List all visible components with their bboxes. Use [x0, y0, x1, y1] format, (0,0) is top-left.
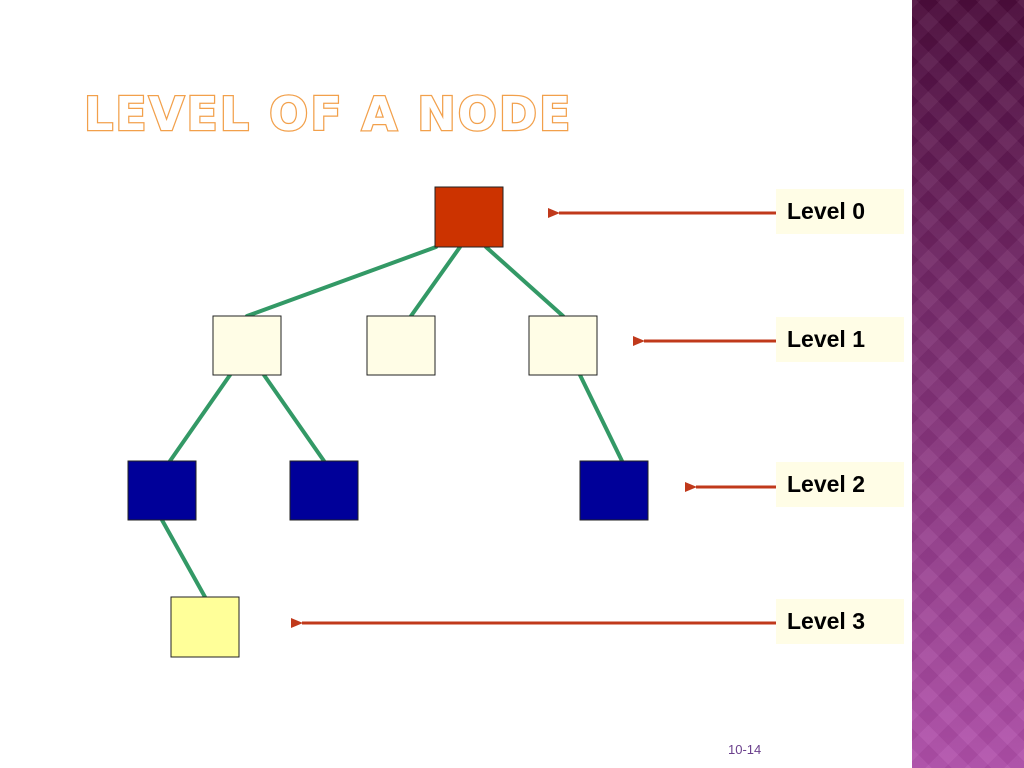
node-level2-e	[289, 460, 359, 521]
edge-root-a	[245, 245, 438, 318]
node-level3-g	[170, 596, 240, 658]
edge-d-g	[160, 518, 207, 599]
tree-diagram	[127, 186, 776, 658]
node-level1-c	[528, 315, 598, 376]
level-label-2: Level 2	[776, 462, 904, 507]
level-arrows	[291, 208, 776, 628]
level-label-0: Level 0	[776, 189, 904, 234]
edge-c-f	[578, 373, 624, 463]
node-level2-d	[127, 460, 197, 521]
decorative-side-panel	[912, 0, 1024, 768]
slide-number: 10-14	[728, 742, 762, 757]
edge-root-b	[409, 245, 462, 318]
edge-a-e	[262, 373, 326, 463]
level-label-3: Level 3	[776, 599, 904, 644]
slide-title: Level of a Node	[83, 86, 573, 143]
node-level1-b	[366, 315, 436, 376]
node-root	[434, 186, 504, 248]
tree-nodes	[127, 186, 649, 658]
edge-a-d	[168, 373, 232, 463]
edge-root-c	[484, 245, 565, 318]
tree-edges	[160, 245, 624, 599]
level-label-1: Level 1	[776, 317, 904, 362]
node-level2-f	[579, 460, 649, 521]
node-level1-a	[212, 315, 282, 376]
